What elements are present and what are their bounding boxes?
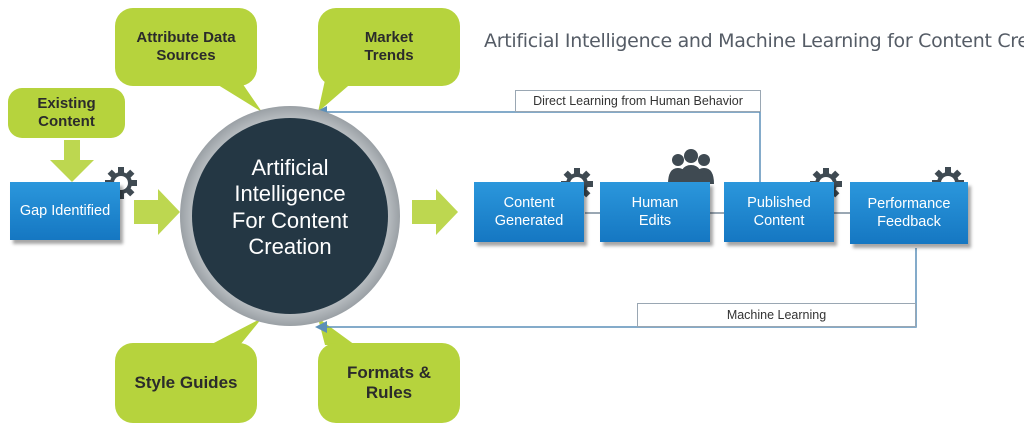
content-generated-box: Content Generated	[474, 182, 584, 242]
gap-identified-label: Gap Identified	[19, 202, 111, 219]
performance-feedback-label: Performance Feedback	[867, 195, 951, 230]
content-generated-label: Content Generated	[494, 194, 564, 229]
human-edits-label: Human Edits	[631, 194, 679, 229]
existing-content-label: Existing Content	[37, 95, 96, 130]
bubble-tail-market	[318, 80, 355, 112]
arrow-right-icon	[134, 189, 180, 235]
arrow-down-icon	[50, 140, 94, 182]
attribute-data-sources-bubble: Attribute Data Sources	[115, 8, 257, 86]
performance-feedback-box: Performance Feedback	[850, 182, 968, 244]
bubble-tail-attribute	[210, 80, 262, 112]
published-content-label: Published Content	[747, 194, 811, 229]
page-title: Artificial Intelligence and Machine Lear…	[484, 30, 1024, 52]
center-label: Artificial Intelligence For Content Crea…	[231, 155, 349, 260]
formats-rules-label: Formats & Rules	[346, 362, 432, 402]
bubble-tail-formats	[318, 318, 355, 345]
direct-learning-loop	[315, 106, 761, 182]
arrow-right-icon	[412, 189, 458, 235]
bubble-tail-style	[210, 318, 262, 345]
attribute-data-sources-label: Attribute Data Sources	[136, 29, 236, 64]
market-trends-bubble: Market Trends	[318, 8, 460, 86]
human-edits-box: Human Edits	[600, 182, 710, 242]
published-content-box: Published Content	[724, 182, 834, 242]
existing-content-bubble: Existing Content	[8, 88, 125, 138]
market-trends-label: Market Trends	[364, 29, 414, 64]
formats-rules-bubble: Formats & Rules	[318, 343, 460, 423]
machine-learning-label: Machine Learning	[637, 303, 916, 327]
style-guides-label: Style Guides	[134, 372, 238, 392]
machine-learning-loop	[315, 248, 917, 333]
gap-identified-box: Gap Identified	[10, 182, 120, 240]
style-guides-bubble: Style Guides	[115, 343, 257, 423]
direct-learning-label: Direct Learning from Human Behavior	[515, 90, 761, 112]
people-icon	[668, 149, 714, 184]
center-circle	[192, 118, 388, 314]
